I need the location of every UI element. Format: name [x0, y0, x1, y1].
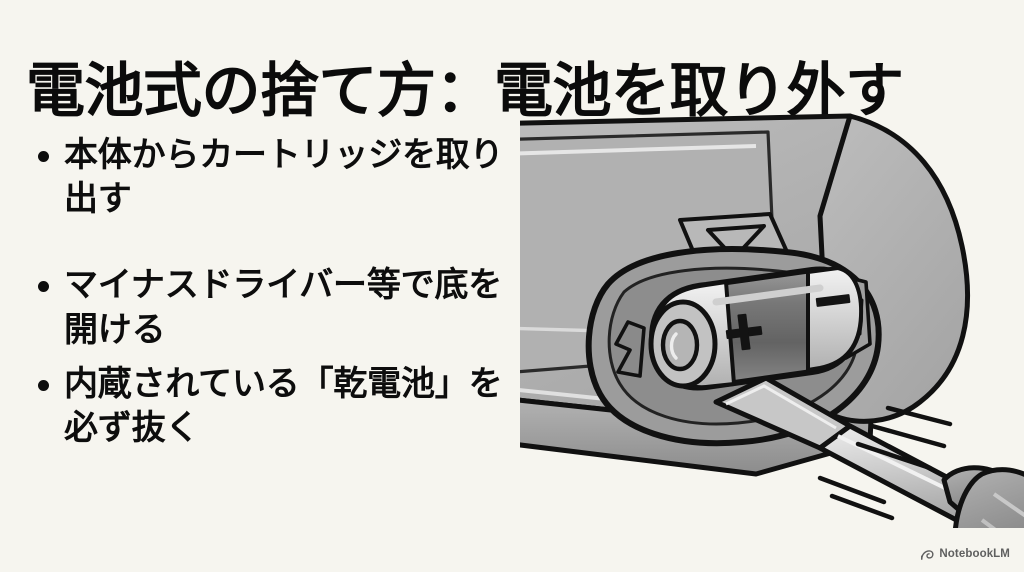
handle-grip-line: [992, 492, 1024, 518]
aa-battery: [648, 266, 864, 391]
battery-removal-illustration: [520, 96, 1024, 528]
notebooklm-watermark: NotebookLM: [920, 548, 1010, 562]
battery-highlight: [712, 284, 824, 306]
screwdriver-tip-highlight: [725, 384, 837, 430]
motion-lines: [817, 405, 953, 521]
bullet-dot-icon: [38, 151, 49, 162]
illustration-svg: [520, 113, 1024, 528]
battery-plus-label: [725, 313, 763, 351]
list-item: 本体からカートリッジを取り出す: [34, 133, 534, 221]
screwdriver-handle: [953, 467, 1024, 528]
battery-positive-nub: [660, 318, 700, 372]
flathead-screwdriver: [713, 375, 1024, 528]
list-item: マイナスドライバー等で底を開ける: [34, 263, 534, 351]
cartridge-highlight: [520, 144, 757, 156]
bullet-text: マイナスドライバー等で底を開ける: [64, 265, 503, 350]
battery-minus-label: [815, 294, 851, 307]
contact-spring-left: [614, 320, 646, 378]
page-title: 電池式の捨て方：電池を取り外す: [26, 55, 904, 125]
battery-band-negative: [806, 266, 864, 372]
handle-grip-line: [980, 518, 997, 528]
bullet-text: 内蔵されている「乾電池」を必ず抜く: [64, 363, 503, 448]
bullet-dot-icon: [38, 379, 49, 391]
bullet-text: 本体からカートリッジを取り出す: [64, 135, 504, 220]
bullet-list: 本体からカートリッジを取り出す マイナスドライバー等で底を開ける 内蔵されている…: [34, 133, 534, 450]
battery-nub-highlight: [669, 332, 678, 360]
notebooklm-icon: [921, 550, 934, 560]
watermark-label: NotebookLM: [939, 548, 1010, 561]
bullet-dot-icon: [38, 281, 49, 293]
direction-triangle-icon: [706, 224, 766, 260]
list-item: 内蔵されている「乾電池」を必ず抜く: [34, 362, 534, 450]
